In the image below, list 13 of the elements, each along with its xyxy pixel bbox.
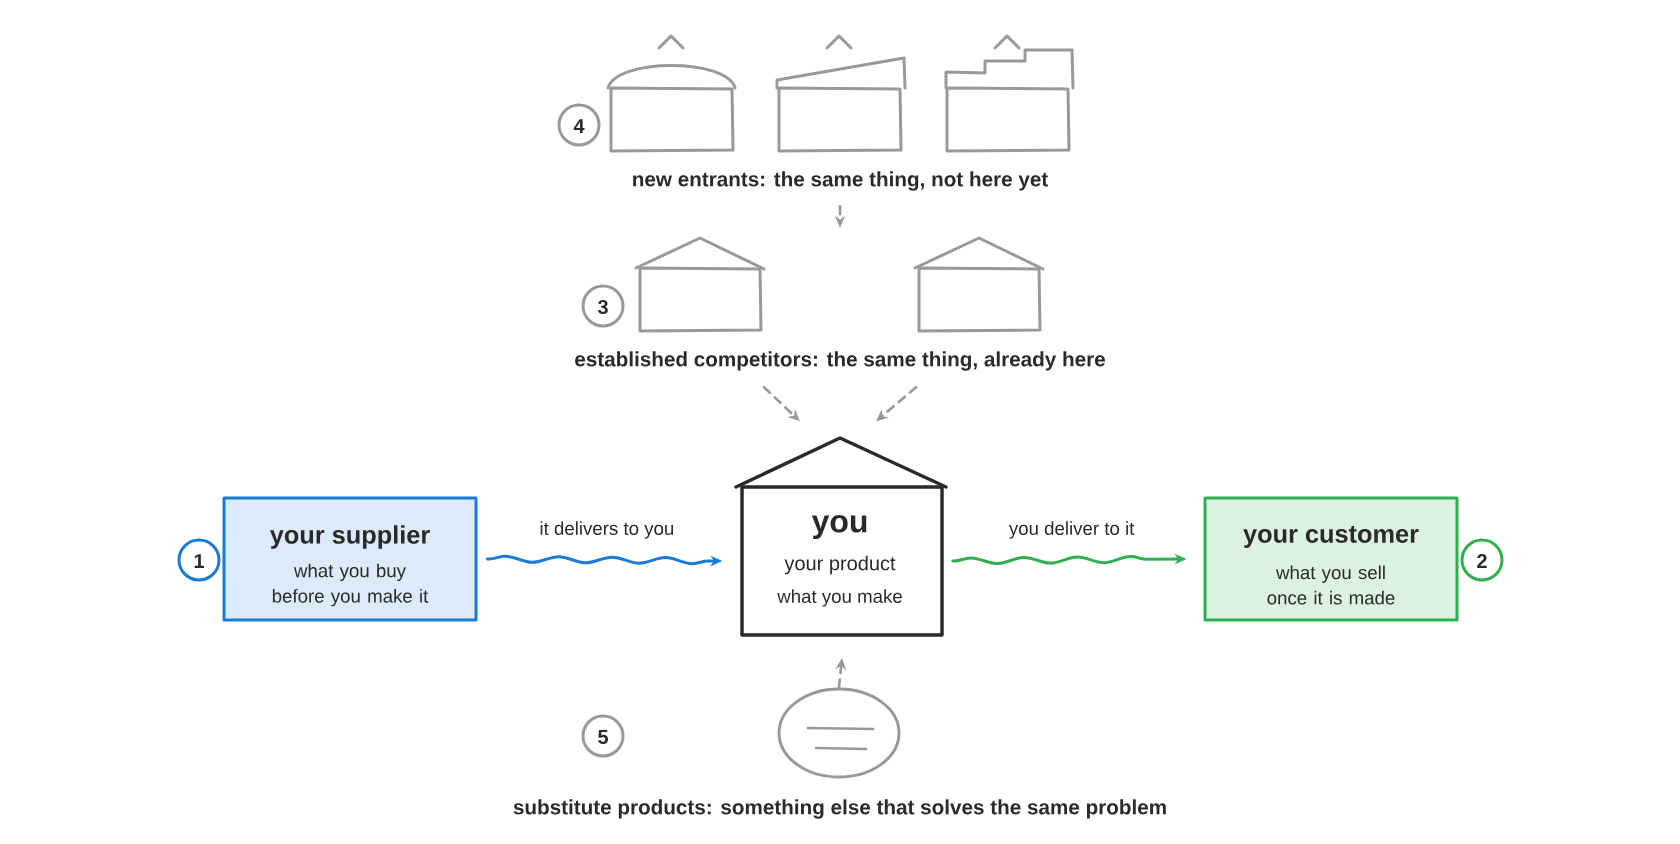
edge-label: you deliver to it bbox=[1008, 521, 1135, 539]
callout-number: 1 bbox=[177, 538, 221, 582]
callout-number: 3 bbox=[581, 284, 625, 328]
heading: substitute products: something else that solves the same problem bbox=[513, 799, 1166, 819]
callout-number: 4 bbox=[557, 103, 601, 147]
callout-number: 2 bbox=[1460, 538, 1504, 582]
house-drawing: you your product what you make bbox=[734, 436, 948, 637]
heading: established competitors: the same thing, already here bbox=[575, 351, 1105, 371]
callout-number: 5 bbox=[581, 714, 625, 758]
process-box: your supplier what you buy before you make it bbox=[222, 496, 478, 622]
process-box: your customer what you sell once it is made bbox=[1203, 496, 1459, 622]
heading: new entrants: the same thing, not here yet bbox=[633, 171, 1048, 191]
edge-label: it delivers to you bbox=[540, 521, 674, 539]
